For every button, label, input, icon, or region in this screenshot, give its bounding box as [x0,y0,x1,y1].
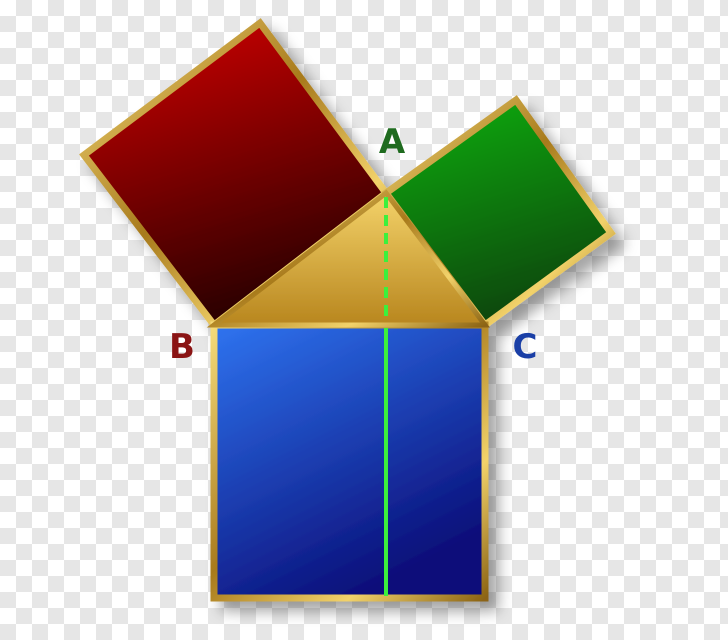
triangle-abc [206,189,490,328]
vertex-label-b: B [169,327,195,367]
vertex-label-c: C [513,327,538,367]
vertex-label-a: A [379,122,406,162]
square-bc [210,321,489,602]
